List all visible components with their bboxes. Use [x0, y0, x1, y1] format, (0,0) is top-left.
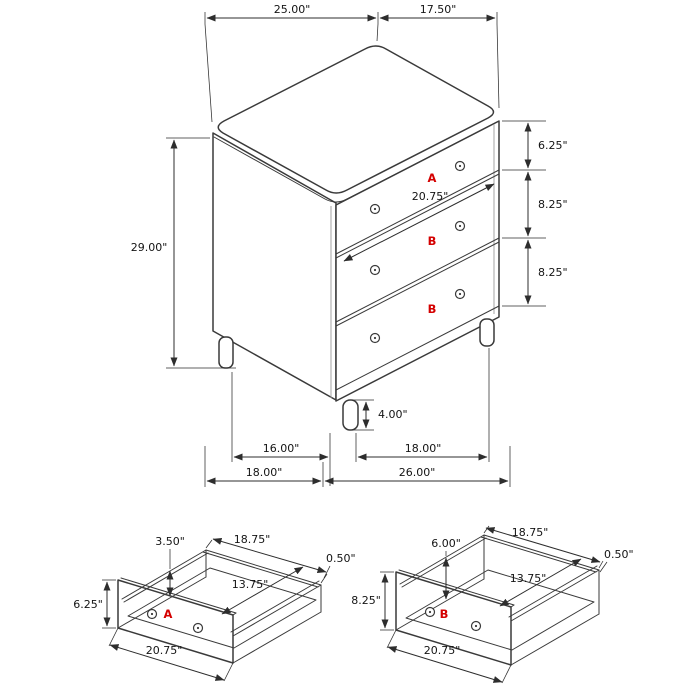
dim-a-wall-thickness: 0.50": [326, 552, 356, 565]
chest-leg: [342, 399, 359, 431]
dim-top-depth: 17.50": [420, 3, 457, 16]
chest-body: [212, 45, 500, 431]
dim-b-wall-thickness: 0.50": [604, 548, 634, 561]
top-dimension-lines: [204, 12, 500, 123]
dim-b-side-wall-height: 6.00": [431, 537, 461, 550]
drawer-b-dimension-lines: [380, 525, 608, 684]
label-drawer-b2: B: [428, 302, 437, 316]
dim-a-front-height: 6.25": [73, 598, 103, 611]
label-drawer-a: A: [428, 171, 437, 185]
leg-height-dimension-lines: [352, 399, 374, 431]
dim-overall-width: 26.00": [399, 466, 436, 479]
dim-drawer-b1-height: 8.25": [538, 198, 568, 211]
dim-overall-height: 29.00": [131, 241, 168, 254]
drawer-a-dimension-lines: [102, 538, 331, 682]
chest-top-panel: [217, 45, 495, 194]
dim-leg-spacing-width: 18.00": [405, 442, 442, 455]
dim-drawer-front-width: 20.75": [412, 190, 449, 203]
dim-leg-spacing-depth: 16.00": [263, 442, 300, 455]
drawer-a-detail: A 3.50" 18.75" 0.50" 6.25" 13.75" 20.75": [73, 533, 356, 682]
drawer-front-width-line: [343, 183, 495, 262]
dim-drawer-b2-height: 8.25": [538, 266, 568, 279]
drawer-b-floor: [405, 569, 595, 651]
dim-a-front-width: 20.75": [146, 644, 183, 657]
chest-leg: [479, 318, 495, 347]
dim-b-front-height: 8.25": [351, 594, 381, 607]
dim-leg-height: 4.00": [378, 408, 408, 421]
dim-b-front-width: 20.75": [424, 644, 461, 657]
dim-a-side-wall-height: 3.50": [155, 535, 185, 548]
dim-a-interior-length: 18.75": [234, 533, 271, 546]
dim-overall-depth: 18.00": [246, 466, 283, 479]
dim-drawer-a-height: 6.25": [538, 139, 568, 152]
label-drawer-a-detail: A: [164, 607, 173, 621]
drawer-b-detail: B 6.00" 18.75" 0.50" 8.25" 13.75" 20.75": [351, 525, 634, 684]
dim-a-interior-depth: 13.75": [232, 578, 269, 591]
drawer-a-floor: [127, 567, 317, 649]
drawer-height-dimension-lines: [502, 120, 546, 307]
dim-b-interior-depth: 13.75": [510, 572, 547, 585]
bottom-dimension-lines: [204, 348, 511, 487]
dim-top-width: 25.00": [274, 3, 311, 16]
chest-leg: [218, 336, 234, 369]
main-chest-view: 25.00" 17.50" 29.00" 6.25" 8.25" 8.25" 2…: [131, 3, 568, 487]
label-drawer-b-detail: B: [440, 607, 449, 621]
label-drawer-b1: B: [428, 234, 437, 248]
dim-b-interior-length: 18.75": [512, 526, 549, 539]
height-dimension-lines: [166, 137, 236, 369]
